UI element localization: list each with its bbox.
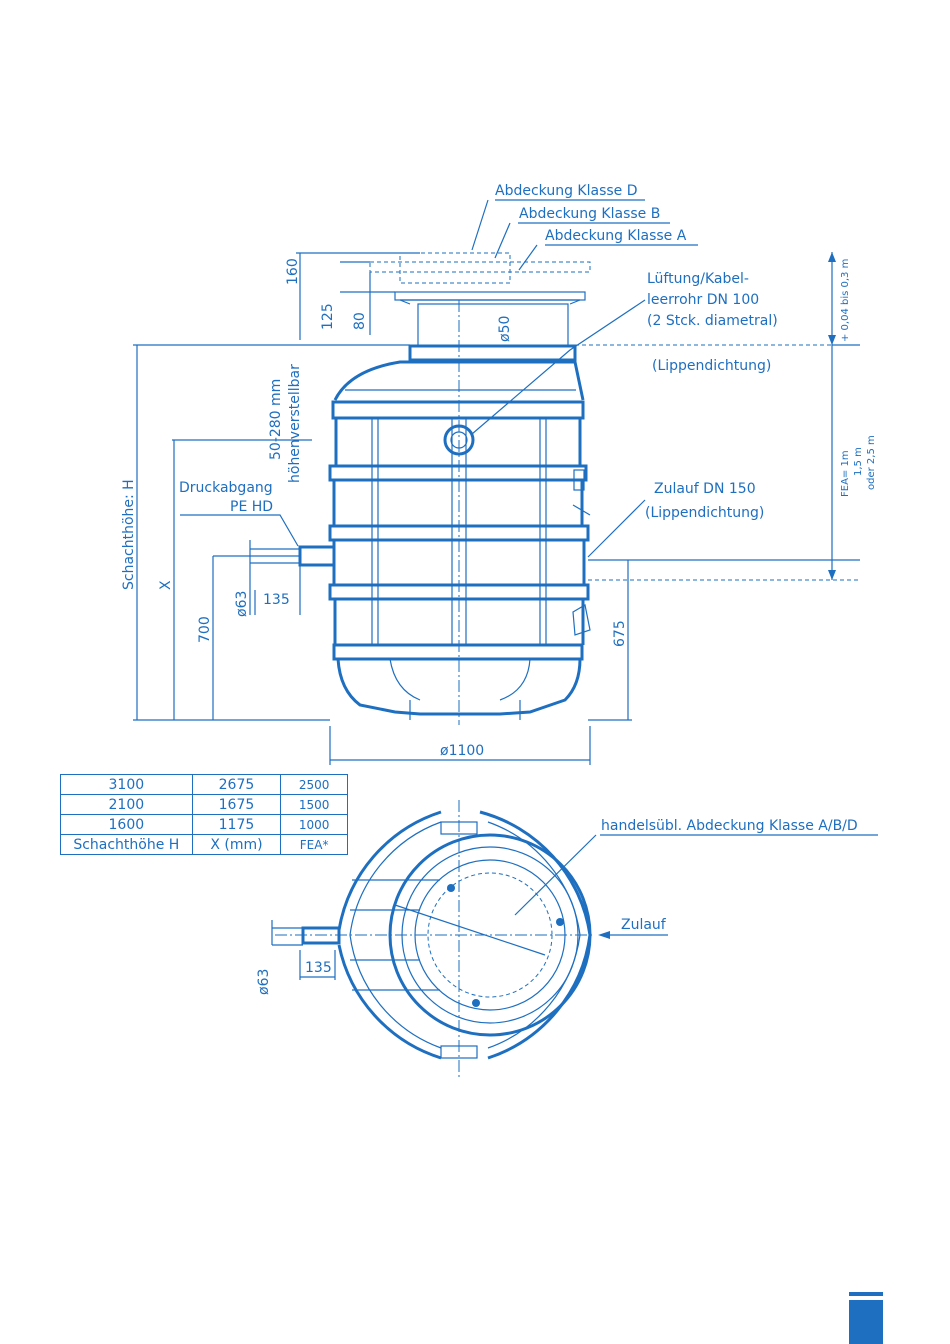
table-cell: 1500 (280, 794, 348, 815)
table-header-cell: X (mm) (191, 834, 282, 855)
table-row: 1600 1175 1000 (60, 814, 348, 835)
dim-135-top: 135 (305, 960, 332, 976)
table-cell: 1000 (280, 814, 348, 835)
table-cell: 2100 (60, 794, 193, 815)
label-inlet-1: Zulauf DN 150 (654, 481, 756, 497)
label-inlet-top: Zulauf (621, 917, 667, 933)
label-shaft-height: Schachthöhe: H (121, 479, 137, 590)
dim-63: ø63 (234, 591, 250, 617)
top-view (271, 800, 668, 1078)
table-row: 2100 1675 1500 (60, 794, 348, 815)
label-vent-2: leerrohr DN 100 (647, 292, 759, 308)
label-cover-a: Abdeckung Klasse A (545, 228, 687, 244)
label-pressure-2: PE HD (230, 499, 273, 515)
dim-135: 135 (263, 592, 290, 608)
label-lip-seal: (Lippendichtung) (652, 358, 771, 374)
label-cover-d: Abdeckung Klasse D (495, 183, 638, 199)
table-cell: 2675 (191, 774, 282, 795)
label-fea-3: oder 2,5 m (866, 435, 877, 490)
dim-1100: ø1100 (440, 743, 484, 759)
dim-160: 160 (285, 258, 301, 285)
page-marker-line (849, 1292, 883, 1296)
label-vent-1: Lüftung/Kabel- (647, 271, 749, 287)
table-cell: 1675 (191, 794, 282, 815)
table-cell: 3100 (60, 774, 193, 795)
label-x: X (158, 580, 174, 590)
dim-675: 675 (612, 620, 628, 647)
dimension-table: 3100 2675 2500 2100 1675 1500 1600 1175 … (60, 774, 348, 855)
label-fea-1: FEA= 1m (840, 450, 851, 497)
table-cell: 2500 (280, 774, 348, 795)
page-marker-block (849, 1300, 883, 1344)
label-fea-range: + 0,04 bis 0,3 m (840, 259, 851, 342)
label-fea-2: 1,5 m (853, 447, 864, 476)
table-cell: 1600 (60, 814, 193, 835)
table-header-row: Schachthöhe H X (mm) FEA* (60, 834, 348, 855)
dim-63-top: ø63 (256, 969, 272, 995)
label-inlet-2: (Lippendichtung) (645, 505, 764, 521)
label-commercial-cover: handelsübl. Abdeckung Klasse A/B/D (601, 818, 858, 834)
label-adjust-1: 50-280 mm (268, 379, 284, 460)
table-cell: 1175 (191, 814, 282, 835)
dim-50: ø50 (497, 316, 513, 342)
label-vent-3: (2 Stck. diametral) (647, 313, 778, 329)
table-row: 3100 2675 2500 (60, 774, 348, 795)
label-adjust-2: höhenverstellbar (287, 364, 303, 483)
side-view (133, 199, 878, 916)
dim-700: 700 (197, 616, 213, 643)
dim-80: 80 (352, 312, 368, 330)
label-pressure-1: Druckabgang (179, 480, 273, 496)
label-cover-b: Abdeckung Klasse B (519, 206, 660, 222)
dim-125: 125 (320, 303, 336, 330)
table-header-cell: FEA* (280, 834, 348, 855)
table-header-cell: Schachthöhe H (60, 834, 193, 855)
